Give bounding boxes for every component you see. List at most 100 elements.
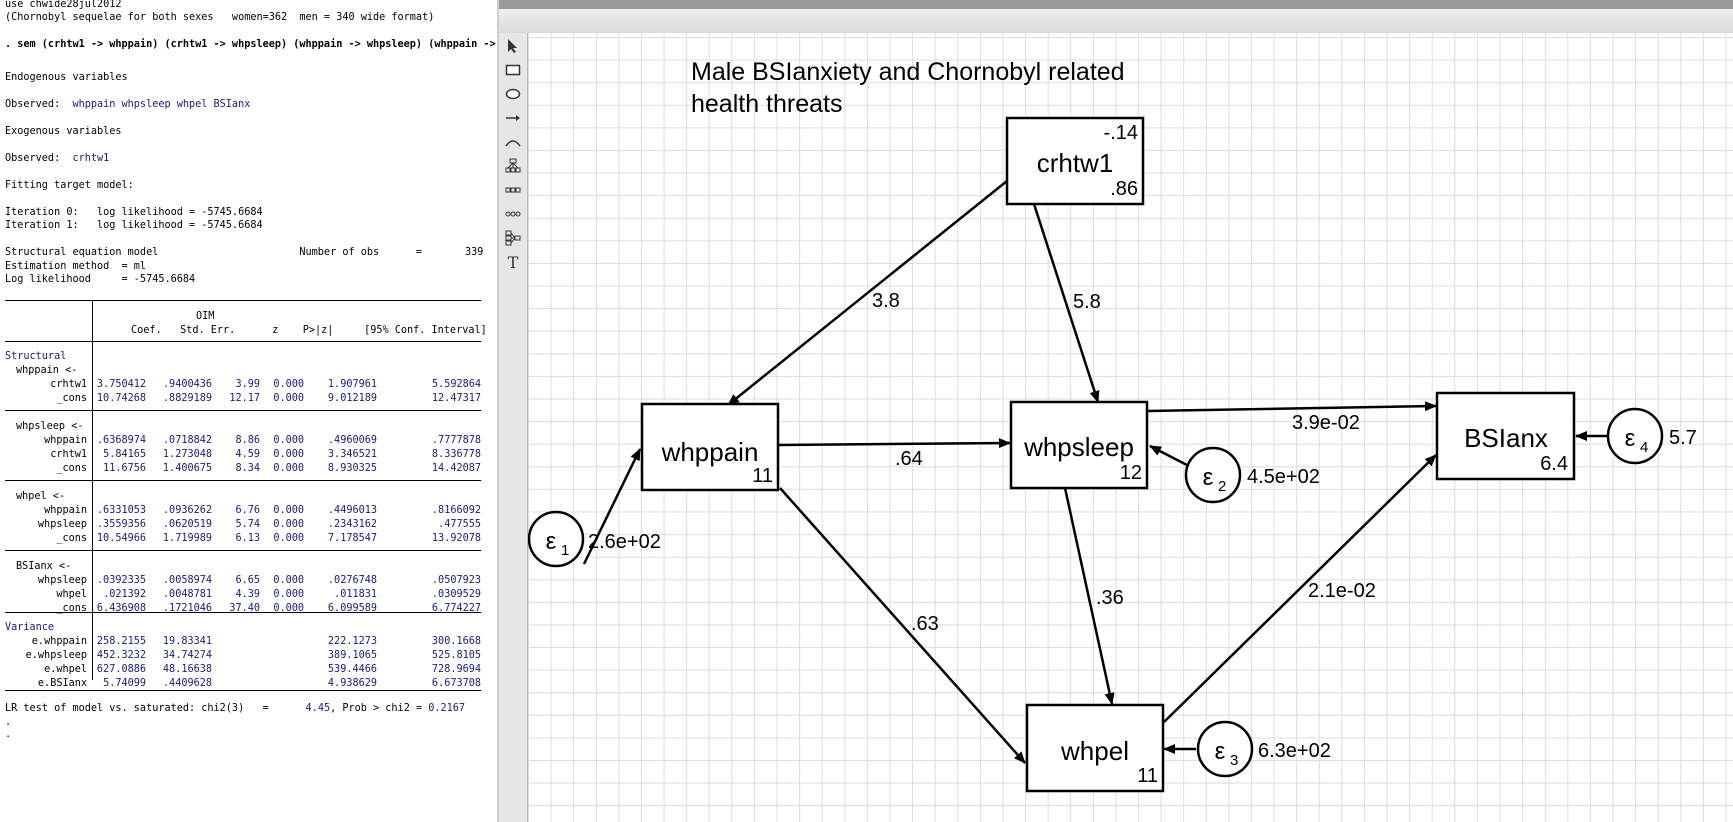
regression-oval-row-tool-icon[interactable]: [504, 205, 522, 223]
table-cell: 728.9694: [431, 664, 481, 675]
table-cell: .2343162: [327, 519, 377, 530]
error-e4[interactable]: [1606, 407, 1664, 465]
variance-row-name: e.whpsleep: [25, 650, 87, 661]
table-cell: .6331053: [96, 505, 146, 516]
path-tool-icon[interactable]: [504, 109, 522, 127]
path-whppain-whpsleep[interactable]: [777, 438, 1011, 449]
node-whppain[interactable]: [640, 402, 780, 492]
table-cell: 6.673708: [431, 678, 481, 689]
table-cell: .477555: [438, 519, 481, 530]
lr-test: LR test of model vs. saturated: chi2(3) …: [5, 703, 466, 714]
measurement-model-tool-icon[interactable]: [504, 157, 522, 175]
sem-tool-palette: T: [499, 33, 528, 822]
path-e1-whppain[interactable]: [582, 448, 642, 565]
table-cell: 12.47317: [431, 393, 481, 404]
coef-whpsleep-whpel[interactable]: .36: [1096, 587, 1124, 609]
error-e4-variance: 5.7: [1669, 427, 1697, 449]
table-cell: 1.719989: [162, 533, 212, 544]
node-crhtw1[interactable]: [1005, 116, 1145, 206]
error-e2[interactable]: [1184, 446, 1242, 504]
table-cell: 627.0886: [96, 664, 146, 675]
table-cell: 4.59: [235, 449, 260, 460]
table-cell: 0.000: [273, 575, 304, 586]
table-cell: 0.000: [273, 449, 304, 460]
table-group-separator: [5, 410, 481, 411]
results-prompt: .: [5, 717, 12, 728]
sem-diagram-canvas[interactable]: Male BSIanxiety and Chornobyl related he…: [528, 33, 1733, 822]
node-whpel[interactable]: [1025, 703, 1165, 793]
results-line: Exogenous variables: [5, 126, 122, 137]
table-cell: 0.000: [273, 533, 304, 544]
table-cell: 6.76: [235, 505, 260, 516]
table-cell: 0.000: [273, 463, 304, 474]
table-cell: 1.907961: [327, 379, 377, 390]
table-cell: 1.400675: [162, 463, 212, 474]
error-e2-subscript: 2: [1218, 478, 1226, 495]
path-crhtw1-whpsleep[interactable]: [1032, 203, 1100, 403]
table-cell: 10.74268: [96, 393, 146, 404]
table-cell: 6.13: [235, 533, 260, 544]
coef-crhtw1-whppain[interactable]: 3.8: [872, 290, 900, 312]
table-cell: .4960069: [327, 435, 377, 446]
table-rule: [5, 690, 481, 691]
table-cell: 222.1273: [327, 636, 377, 647]
table-cell: 0.000: [273, 505, 304, 516]
pane-divider[interactable]: [497, 0, 499, 822]
table-cell: 9.012189: [327, 393, 377, 404]
table-cell: 8.930325: [327, 463, 377, 474]
node-bsianx-label: BSIanx: [1464, 423, 1548, 453]
command-line: . sem (crhtw1 -> whppain) (crhtw1 -> whp…: [5, 39, 498, 50]
path-whpel-bsianx[interactable]: [1163, 454, 1437, 723]
table-cell: 4.938629: [327, 678, 377, 689]
oval-tool-icon[interactable]: [504, 85, 522, 103]
table-row-name: whppain: [44, 505, 87, 516]
table-cell: .0048781: [162, 589, 212, 600]
node-whpsleep[interactable]: [1009, 400, 1149, 490]
select-tool-icon[interactable]: [504, 37, 522, 55]
table-cell: 3.750412: [96, 379, 146, 390]
table-cell: 5.84165: [103, 449, 146, 460]
path-whppain-whpel[interactable]: [779, 487, 1026, 764]
coef-whpel-bsianx[interactable]: 2.1e-02: [1308, 580, 1376, 602]
diagram-title-line2[interactable]: health threats: [691, 90, 843, 118]
coef-whppain-whpsleep[interactable]: .64: [895, 448, 923, 470]
path-crhtw1-whppain[interactable]: [727, 180, 1008, 406]
error-e3-variance: 6.3e+02: [1258, 740, 1331, 762]
coef-whpsleep-bsianx[interactable]: 3.9e-02: [1292, 412, 1360, 434]
table-cell: 37.40: [229, 603, 260, 614]
results-line: Fitting target model:: [5, 180, 134, 191]
regression-component-tool-icon[interactable]: [504, 229, 522, 247]
structural-label: Structural: [5, 351, 67, 362]
curved-path-tool-icon[interactable]: [504, 133, 522, 151]
error-e1[interactable]: [528, 510, 585, 568]
coef-whppain-whpel[interactable]: .63: [911, 613, 939, 635]
table-cell: .0936262: [162, 505, 212, 516]
node-bsianx[interactable]: [1435, 391, 1576, 481]
table-cell: .1721046: [162, 603, 212, 614]
node-crhtw1-label: crhtw1: [1037, 148, 1114, 178]
table-cell: .0276748: [327, 575, 377, 586]
table-vrule: [92, 300, 93, 680]
table-row-name: _cons: [56, 603, 87, 614]
table-group-separator: [5, 550, 481, 551]
path-whpsleep-bsianx[interactable]: [1146, 401, 1437, 413]
table-cell: .0309529: [431, 589, 481, 600]
equation-label: whpsleep <-: [16, 421, 84, 432]
table-cell: 13.92078: [431, 533, 481, 544]
diagram-title-line1[interactable]: Male BSIanxiety and Chornobyl related: [691, 58, 1125, 86]
table-cell: 0.000: [273, 589, 304, 600]
text-tool-icon[interactable]: T: [507, 252, 519, 272]
equation-label: whpel <-: [16, 491, 66, 502]
path-whpsleep-whpel[interactable]: [1063, 487, 1115, 705]
coef-crhtw1-whpsleep[interactable]: 5.8: [1073, 291, 1101, 313]
table-cell: .4496013: [327, 505, 377, 516]
results-pane[interactable]: use chwide28jul2012 (Chornobyl sequelae …: [0, 0, 498, 822]
error-e1-subscript: 1: [561, 542, 569, 559]
results-line: Estimation method = ml: [5, 261, 147, 272]
builder-toolbar-strip: [499, 9, 1733, 34]
regression-row-tool-icon[interactable]: [504, 181, 522, 199]
table-cell: .4409628: [162, 678, 212, 689]
rectangle-tool-icon[interactable]: [504, 61, 522, 79]
path-e2-whpsleep[interactable]: [1149, 444, 1188, 467]
error-e3[interactable]: [1196, 720, 1254, 778]
